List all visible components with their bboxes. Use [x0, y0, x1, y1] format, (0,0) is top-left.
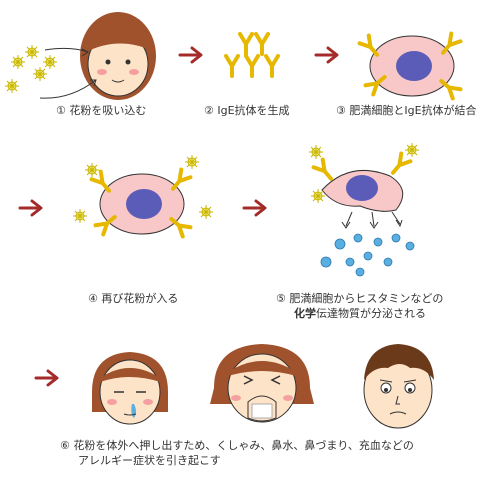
step3-number: ③ — [336, 104, 346, 117]
step6-number: ⑥ — [60, 439, 70, 452]
step1-girl-face — [80, 12, 156, 100]
step1-text: 花粉を吸い込む — [69, 104, 147, 117]
step5-text-bold: 化学 — [294, 307, 316, 320]
histamine-release-arrows — [341, 211, 403, 229]
step6-text-line2: アレルギー症状を引き起こす — [78, 454, 221, 467]
step5-caption: ⑤ 肥満細胞からヒスタミンなどの 化学伝達物質が分泌される — [276, 291, 443, 321]
step1-number: ① — [56, 104, 66, 117]
step1-caption: ① 花粉を吸い込む — [56, 103, 146, 118]
step3-text: 肥満細胞とIgE抗体が結合 — [349, 104, 477, 117]
step6-caption: ⑥ 花粉を体外へ押し出すため、くしゃみ、鼻水、鼻づまり、充血などの アレルギー症… — [60, 438, 414, 468]
arrow-1-to-2 — [178, 46, 203, 64]
step3-mast-cell — [357, 31, 463, 101]
step5-number: ⑤ — [276, 292, 286, 305]
step5-mast-cell — [308, 142, 420, 212]
step4-caption: ④ 再び花粉が入る — [88, 291, 178, 306]
girl-sneezing — [210, 344, 314, 423]
step2-text: IgE抗体を生成 — [217, 104, 290, 117]
arrow-2-to-3 — [314, 46, 339, 64]
step6-text: 花粉を体外へ押し出すため、くしゃみ、鼻水、鼻づまり、充血などの — [73, 439, 414, 452]
step2-number: ② — [204, 104, 214, 117]
step1-inhale-arrows — [39, 47, 97, 99]
girl-runny-nose — [92, 352, 168, 425]
step3-caption: ③ 肥満細胞とIgE抗体が結合 — [336, 103, 477, 118]
arrow-4-to-5 — [242, 199, 267, 217]
step4-mast-cell — [72, 154, 214, 239]
step2-caption: ② IgE抗体を生成 — [204, 103, 290, 118]
arrow-3-to-4 — [18, 199, 43, 217]
step5-text-line2: 伝達物質が分泌される — [316, 307, 426, 320]
boy-congested — [363, 344, 434, 429]
step4-text: 再び花粉が入る — [101, 292, 179, 305]
step5-text: 肥満細胞からヒスタミンなどの — [289, 292, 444, 305]
step2-antibodies — [224, 32, 280, 78]
arrow-5-to-6 — [34, 369, 59, 387]
histamine-droplets — [320, 233, 415, 277]
step4-number: ④ — [88, 292, 98, 305]
step1-pollen-group — [4, 44, 58, 94]
